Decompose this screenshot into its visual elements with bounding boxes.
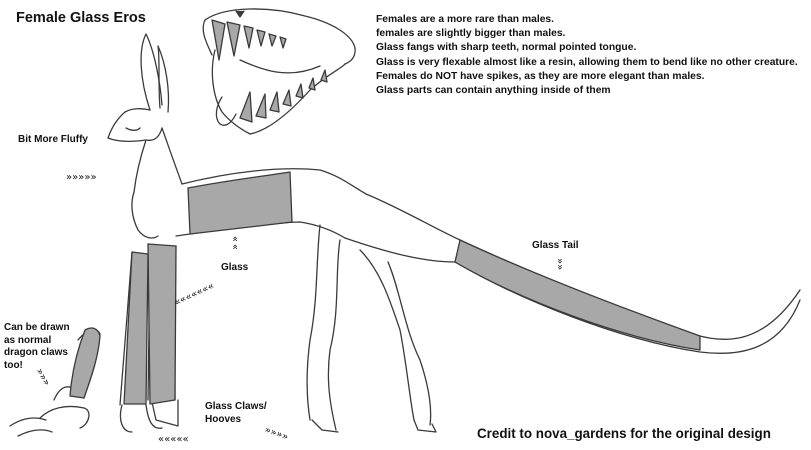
credit-text: Credit to nova_gardens for the original … — [477, 426, 771, 441]
label-hooves-line: Hooves — [205, 413, 242, 425]
notes-list: Females are a more rare than males. fema… — [376, 13, 798, 98]
page-title: Female Glass Eros — [16, 10, 146, 26]
arrow-glass-up-icon: » » — [230, 236, 241, 250]
note-item: Females are a more rare than males. — [376, 14, 555, 25]
arrow-glass-leg-icon: ««««««« — [173, 281, 216, 309]
svg-text:»»: »» — [554, 258, 565, 270]
label-hooves-line: Glass Claws/ — [205, 401, 267, 412]
glass-parts — [69, 171, 701, 405]
note-item: Glass parts can contain anything inside … — [376, 85, 611, 97]
note-item: Glass fangs with sharp teeth, normal poi… — [376, 42, 637, 54]
label-glass: Glass — [221, 262, 249, 273]
svg-text:«««««««: ««««««« — [173, 281, 216, 309]
svg-text:«««««: ««««« — [158, 434, 189, 445]
arrow-tail-icon: »» — [554, 258, 565, 270]
arrow-fluffy-icon: »»»»» — [66, 172, 97, 183]
note-item: Glass is very flexable almost like a res… — [376, 56, 798, 68]
note-item: females are slightly bigger than males. — [376, 28, 566, 40]
label-claws-line: as normal — [4, 334, 52, 346]
note-item: Females do NOT have spikes, as they are … — [376, 70, 705, 82]
arrow-hooves-left-icon: ««««« — [158, 434, 189, 445]
open-jaw-drawing — [202, 8, 356, 135]
label-claws-line: Can be drawn — [4, 322, 70, 333]
label-claws: Can be drawn as normal dragon claws too! — [4, 322, 70, 372]
label-hooves: Glass Claws/ Hooves — [205, 401, 267, 426]
pointer-arrows: »»»»» » » ««««««« »» »»» ««««« »»»» — [33, 172, 565, 445]
svg-text:»: » — [230, 236, 241, 242]
label-glass-tail: Glass Tail — [532, 240, 579, 251]
label-claws-line: too! — [4, 359, 23, 371]
svg-text:»»»»: »»»» — [263, 424, 290, 443]
label-claws-line: dragon claws — [4, 347, 68, 358]
svg-text:»»»»»: »»»»» — [66, 172, 97, 183]
svg-text:»: » — [230, 244, 241, 250]
label-fluffy: Bit More Fluffy — [18, 134, 88, 145]
arrow-hooves-right-icon: »»»» — [263, 424, 290, 443]
